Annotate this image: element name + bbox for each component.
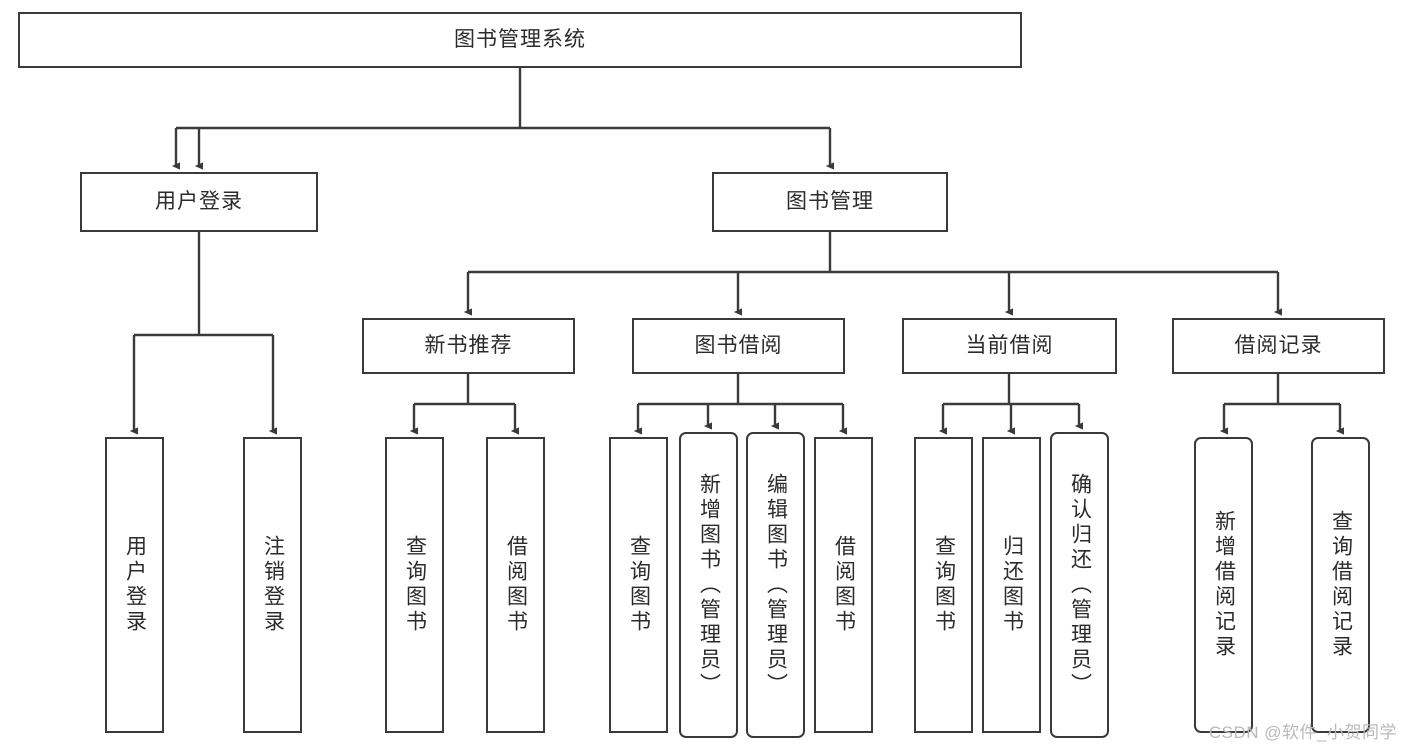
node-leaf-return-book-label: 归还图书 xyxy=(1000,535,1024,635)
node-leaf-confirm-return-admin[interactable]: 确认归还（管理员） xyxy=(1050,432,1109,738)
node-leaf-borrow-book-1-label: 借阅图书 xyxy=(504,535,528,635)
node-leaf-query-book-3-label: 查询图书 xyxy=(932,535,956,635)
node-book-manage[interactable]: 图书管理 xyxy=(712,172,948,232)
node-leaf-query-book-3[interactable]: 查询图书 xyxy=(914,437,973,733)
node-user-login-label: 用户登录 xyxy=(155,190,243,214)
node-leaf-add-borrow-record-label: 新增借阅记录 xyxy=(1212,510,1236,660)
node-leaf-confirm-return-admin-label: 确认归还（管理员） xyxy=(1068,472,1092,698)
node-leaf-query-book-1-label: 查询图书 xyxy=(403,535,427,635)
node-current-borrow-label: 当前借阅 xyxy=(965,334,1054,358)
node-leaf-borrow-book-2-label: 借阅图书 xyxy=(832,535,856,635)
node-leaf-edit-book-admin[interactable]: 编辑图书（管理员） xyxy=(746,432,805,738)
node-book-manage-label: 图书管理 xyxy=(786,190,874,214)
node-user-login[interactable]: 用户登录 xyxy=(80,172,318,232)
node-leaf-user-login-label: 用户登录 xyxy=(123,535,147,635)
node-current-borrow[interactable]: 当前借阅 xyxy=(902,318,1117,374)
node-leaf-logout-login[interactable]: 注销登录 xyxy=(243,437,302,733)
node-leaf-add-borrow-record[interactable]: 新增借阅记录 xyxy=(1194,437,1253,733)
node-borrow-record[interactable]: 借阅记录 xyxy=(1172,318,1385,374)
watermark-text: CSDN @软件_小贺同学 xyxy=(1208,723,1397,742)
node-leaf-query-borrow-record-label: 查询借阅记录 xyxy=(1329,510,1353,660)
node-book-borrow[interactable]: 图书借阅 xyxy=(632,318,845,374)
node-leaf-return-book[interactable]: 归还图书 xyxy=(982,437,1041,733)
node-leaf-borrow-book-2[interactable]: 借阅图书 xyxy=(814,437,873,733)
node-new-book-recommend[interactable]: 新书推荐 xyxy=(362,318,575,374)
node-root[interactable]: 图书管理系统 xyxy=(18,12,1022,68)
node-leaf-query-book-2[interactable]: 查询图书 xyxy=(609,437,668,733)
node-borrow-record-label: 借阅记录 xyxy=(1234,334,1323,358)
node-new-book-recommend-label: 新书推荐 xyxy=(424,334,513,358)
node-leaf-borrow-book-1[interactable]: 借阅图书 xyxy=(486,437,545,733)
node-root-label: 图书管理系统 xyxy=(454,28,586,52)
node-leaf-user-login[interactable]: 用户登录 xyxy=(105,437,164,733)
node-leaf-query-book-2-label: 查询图书 xyxy=(627,535,651,635)
node-leaf-add-book-admin[interactable]: 新增图书（管理员） xyxy=(679,432,738,738)
node-leaf-logout-login-label: 注销登录 xyxy=(261,535,285,635)
node-leaf-add-book-admin-label: 新增图书（管理员） xyxy=(697,472,721,698)
node-leaf-query-borrow-record[interactable]: 查询借阅记录 xyxy=(1311,437,1370,733)
node-leaf-query-book-1[interactable]: 查询图书 xyxy=(385,437,444,733)
node-book-borrow-label: 图书借阅 xyxy=(694,334,783,358)
node-leaf-edit-book-admin-label: 编辑图书（管理员） xyxy=(764,472,788,698)
